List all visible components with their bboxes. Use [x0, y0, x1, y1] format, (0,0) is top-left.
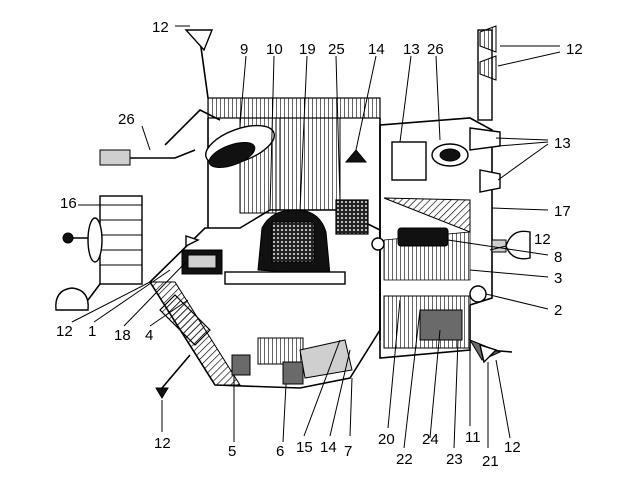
- label-2: 2: [554, 302, 562, 319]
- side-cylinder-16: [99, 195, 143, 285]
- label-25: 25: [328, 41, 345, 58]
- engine-pump: [419, 309, 463, 341]
- hatch-frame: [391, 141, 427, 181]
- label-13-right: 13: [554, 135, 571, 152]
- docking-mechanism: [397, 227, 449, 247]
- label-24: 24: [422, 431, 439, 448]
- cross-beam: [224, 271, 346, 285]
- mast-antenna: [184, 29, 214, 52]
- label-18: 18: [114, 327, 131, 344]
- label-12-left: 12: [56, 323, 73, 340]
- mast-strut: [164, 109, 221, 146]
- left-dome-arm: [87, 283, 101, 301]
- probe-tip: [62, 232, 74, 244]
- gyro-unit: [257, 337, 304, 365]
- label-14-top: 14: [368, 41, 385, 58]
- label-12-right: 12: [534, 231, 551, 248]
- label-12-top-left: 12: [152, 19, 169, 36]
- small-sensor-12: [185, 235, 200, 248]
- label-26-left: 26: [118, 111, 135, 128]
- label-3: 3: [554, 270, 562, 287]
- label-13-top: 13: [403, 41, 420, 58]
- callout-labels: 12 9 10 19 25 14 13 26 12 26 13 16 17 12…: [56, 19, 583, 470]
- label-8: 8: [554, 249, 562, 266]
- label-17: 17: [554, 203, 571, 220]
- label-15: 15: [296, 439, 313, 456]
- label-14-bottom: 14: [320, 439, 337, 456]
- label-6: 6: [276, 443, 284, 460]
- label-12-bottom-left: 12: [154, 435, 171, 452]
- lower-left-antenna: [155, 387, 169, 399]
- right-mast-antenna-top: [479, 25, 497, 53]
- sensor-cone: [344, 149, 368, 163]
- boom-plate: [99, 149, 131, 166]
- label-11: 11: [465, 429, 481, 446]
- right-mast-antenna-mid: [479, 55, 497, 81]
- upper-truss-bay: [207, 97, 381, 119]
- leader-lines: [71, 25, 561, 449]
- engine-mount: [231, 354, 251, 376]
- lower-right-antenna: [479, 343, 498, 364]
- label-20: 20: [378, 431, 395, 448]
- port-ring: [469, 285, 487, 303]
- right-dome-12: [505, 230, 531, 260]
- tank-lattice: [271, 221, 315, 263]
- cylinder-ribs: [100, 204, 142, 266]
- label-23: 23: [446, 451, 463, 468]
- pivot-joint: [371, 237, 385, 251]
- thruster-13b: [479, 169, 501, 193]
- label-9: 9: [240, 41, 248, 58]
- label-19: 19: [299, 41, 316, 58]
- external-appendages: [55, 25, 531, 399]
- label-26-top: 26: [427, 41, 444, 58]
- thruster-block-window: [187, 254, 217, 269]
- thruster-13a: [469, 127, 501, 151]
- instrument-grid-25: [335, 199, 369, 235]
- label-21: 21: [482, 453, 499, 470]
- lower-left-whip: [161, 354, 191, 389]
- cylinder-end: [87, 217, 103, 263]
- label-10: 10: [266, 41, 283, 58]
- left-mast: [199, 39, 209, 99]
- label-4: 4: [145, 327, 153, 344]
- engine-mount-2: [282, 361, 304, 385]
- floor-brace: [383, 197, 471, 233]
- label-22: 22: [396, 451, 413, 468]
- internal-equipment: [181, 124, 502, 385]
- label-12-top-right: 12: [566, 41, 583, 58]
- valve-cluster: [299, 339, 353, 379]
- left-dome-12: [55, 287, 89, 311]
- antenna-dish-26-inner: [439, 148, 461, 162]
- label-12-bottom-right: 12: [504, 439, 521, 456]
- right-dome-base: [491, 239, 507, 253]
- antenna-dish-inner: [208, 142, 256, 168]
- label-7: 7: [344, 443, 352, 460]
- battery-pack: [159, 294, 211, 346]
- label-1: 1: [88, 323, 96, 340]
- label-16: 16: [60, 195, 77, 212]
- radiator-panel: [279, 117, 341, 211]
- label-5: 5: [228, 443, 236, 460]
